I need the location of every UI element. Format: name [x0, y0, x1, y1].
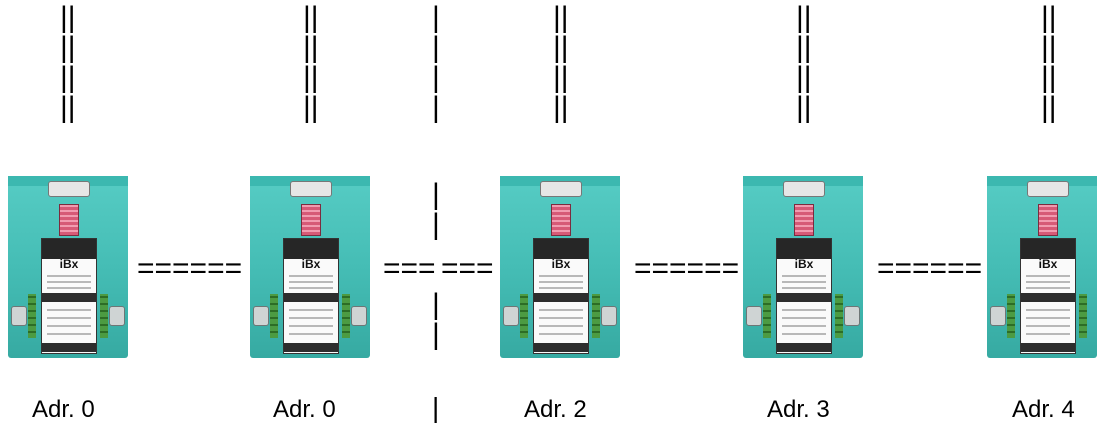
- module-address-label: Adr. 3: [767, 396, 830, 423]
- module-2: iBx: [250, 176, 370, 358]
- wire-segment: ||: [60, 91, 76, 124]
- module-5: iBx: [987, 176, 1097, 358]
- wire-segment: ||: [553, 91, 569, 124]
- wire-segment: ||: [303, 61, 319, 94]
- terminal-block-left: [520, 294, 528, 338]
- module-front-panel: iBx: [776, 238, 832, 354]
- module-address-label: Adr. 0: [273, 396, 336, 423]
- module-address-label: Adr. 0: [32, 396, 95, 423]
- separator-segment: |: [432, 208, 440, 241]
- dip-switch: [301, 204, 321, 236]
- separator-segment: |: [432, 1, 440, 34]
- sub-d-connector: [783, 181, 825, 197]
- link-4-5: ======: [877, 252, 983, 285]
- module-address-label: Adr. 2: [524, 396, 587, 423]
- separator-segment: |: [432, 178, 440, 211]
- wire-segment: ||: [60, 1, 76, 34]
- dip-switch: [1038, 204, 1058, 236]
- separator-top: | | | |: [432, 3, 440, 123]
- wire-segment: ||: [303, 91, 319, 124]
- mounting-clip-left: [253, 306, 269, 326]
- mounting-clip-left: [746, 306, 762, 326]
- mounting-clip-right: [844, 306, 860, 326]
- wire-segment: ||: [553, 61, 569, 94]
- mounting-clip-left: [990, 306, 1006, 326]
- sub-d-connector: [1027, 181, 1069, 197]
- wire-5: || || || ||: [1041, 3, 1057, 123]
- module-3: iBx: [500, 176, 620, 358]
- dip-switch: [551, 204, 571, 236]
- wire-segment: ||: [1041, 91, 1057, 124]
- module-address-label: Adr. 4: [1012, 396, 1075, 423]
- mounting-clip-right: [109, 306, 125, 326]
- module-brand: iBx: [301, 257, 321, 271]
- sub-d-connector: [540, 181, 582, 197]
- terminal-block-left: [28, 294, 36, 338]
- module-brand: iBx: [1038, 257, 1058, 271]
- wire-segment: ||: [1041, 31, 1057, 64]
- terminal-block-right: [592, 294, 600, 338]
- mounting-clip-right: [351, 306, 367, 326]
- separator-segment: |: [432, 288, 440, 321]
- module-front-panel: iBx: [41, 238, 97, 354]
- wire-segment: ||: [303, 1, 319, 34]
- module-1: iBx: [8, 176, 128, 358]
- wire-3: || || || ||: [553, 3, 569, 123]
- separator-bottom: |: [432, 392, 440, 423]
- mounting-clip-left: [11, 306, 27, 326]
- separator-lower: | |: [432, 290, 440, 350]
- link-2-split: ===: [383, 252, 436, 285]
- sub-d-connector: [290, 181, 332, 197]
- module-brand: iBx: [551, 257, 571, 271]
- mounting-clip-left: [503, 306, 519, 326]
- wire-segment: ||: [303, 31, 319, 64]
- dip-switch: [794, 204, 814, 236]
- terminal-block-right: [1079, 294, 1087, 338]
- sub-d-connector: [48, 181, 90, 197]
- module-front-panel: iBx: [533, 238, 589, 354]
- separator-segment: |: [432, 31, 440, 64]
- separator-segment: |: [432, 91, 440, 124]
- terminal-block-left: [763, 294, 771, 338]
- wire-4: || || || ||: [796, 3, 812, 123]
- terminal-block-left: [1007, 294, 1015, 338]
- wire-segment: ||: [1041, 1, 1057, 34]
- link-3-4: ======: [634, 252, 740, 285]
- wire-segment: ||: [60, 31, 76, 64]
- terminal-block-left: [270, 294, 278, 338]
- wire-segment: ||: [796, 31, 812, 64]
- module-front-panel: iBx: [1020, 238, 1076, 354]
- wire-1: || || || ||: [60, 3, 76, 123]
- wire-segment: ||: [553, 31, 569, 64]
- terminal-block-right: [835, 294, 843, 338]
- separator-middle: | |: [432, 180, 440, 240]
- wire-segment: ||: [1041, 61, 1057, 94]
- dip-switch: [59, 204, 79, 236]
- terminal-block-right: [100, 294, 108, 338]
- module-front-panel: iBx: [283, 238, 339, 354]
- module-brand: iBx: [794, 257, 814, 271]
- wire-segment: ||: [796, 1, 812, 34]
- module-4: iBx: [743, 176, 863, 358]
- separator-segment: |: [432, 318, 440, 351]
- separator-segment: |: [432, 61, 440, 94]
- wire-segment: ||: [796, 61, 812, 94]
- wire-segment: ||: [796, 91, 812, 124]
- link-split-3: ===: [441, 252, 494, 285]
- mounting-clip-right: [601, 306, 617, 326]
- wire-segment: ||: [60, 61, 76, 94]
- wire-2: || || || ||: [303, 3, 319, 123]
- link-1-2: ======: [137, 252, 243, 285]
- terminal-block-right: [342, 294, 350, 338]
- module-brand: iBx: [59, 257, 79, 271]
- wire-segment: ||: [553, 1, 569, 34]
